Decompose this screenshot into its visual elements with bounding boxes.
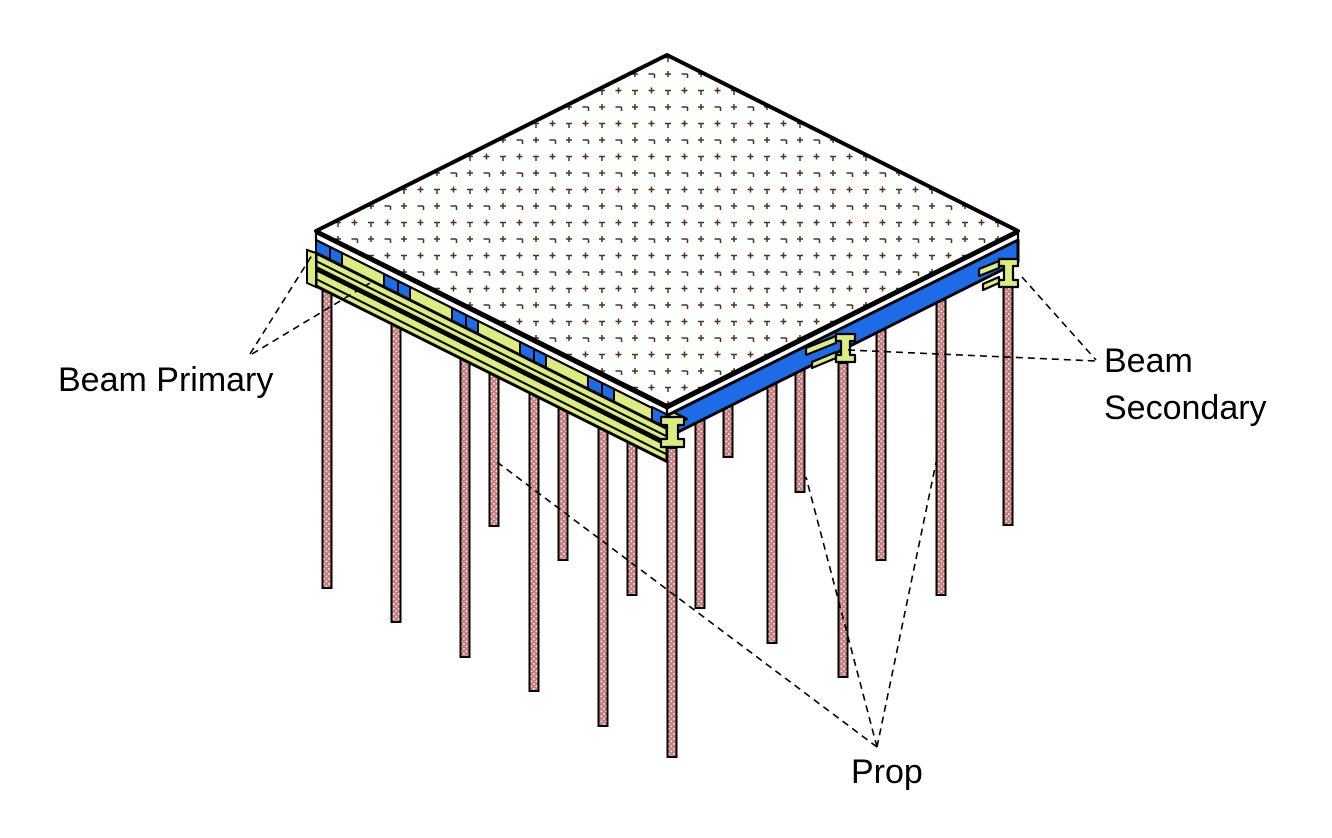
label-prop: Prop xyxy=(851,753,923,791)
prop xyxy=(528,390,540,692)
primary-beam-end-front-corner xyxy=(659,411,689,449)
slab-top xyxy=(314,53,1020,408)
leader-lines xyxy=(249,251,1097,748)
label-beam-primary: Beam Primary xyxy=(58,361,273,399)
primary-beam-end-stub xyxy=(306,248,317,289)
prop xyxy=(794,365,806,493)
prop xyxy=(935,293,947,596)
prop xyxy=(597,425,609,727)
prop xyxy=(694,407,706,609)
prop xyxy=(459,356,471,658)
prop xyxy=(766,377,778,644)
label-beam-secondary-line2: Secondary xyxy=(1104,389,1267,427)
primary-beam-end-middle xyxy=(804,332,857,370)
prop xyxy=(488,365,500,527)
prop xyxy=(321,287,333,589)
prop xyxy=(390,321,402,623)
leader-prop-1 xyxy=(492,458,878,748)
primary-beam-side xyxy=(306,248,669,463)
prop xyxy=(1002,284,1014,526)
leader-prop-2 xyxy=(805,476,878,748)
leader-prop-3 xyxy=(876,452,939,748)
prop xyxy=(557,399,569,561)
prop xyxy=(626,434,638,596)
leader-beam-primary-2 xyxy=(251,282,371,355)
primary-beam-end-right-corner xyxy=(977,257,1020,292)
leader-beam-secondary-2 xyxy=(1021,276,1097,361)
label-beam-secondary-line1: Beam xyxy=(1104,342,1193,380)
leader-beam-primary-1 xyxy=(249,251,315,355)
prop xyxy=(875,325,887,561)
leader-beam-secondary-1 xyxy=(847,349,1097,362)
prop xyxy=(666,447,678,758)
